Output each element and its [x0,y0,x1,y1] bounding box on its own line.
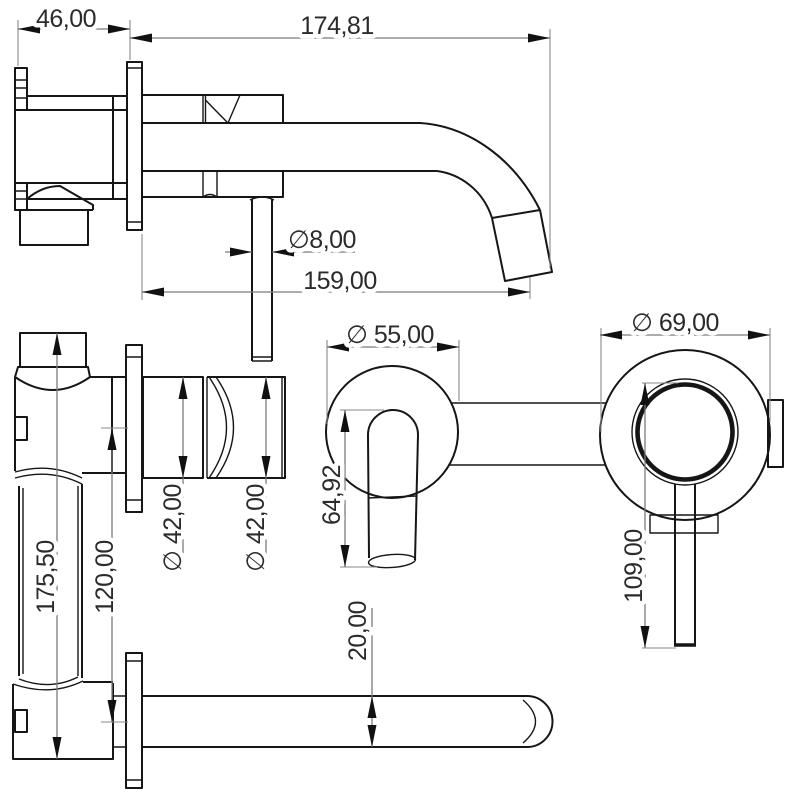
wall-flange [126,61,143,231]
inwall-connecting-tube [449,402,606,466]
mixer-body-plan [12,332,126,691]
spout-nozzle-front [367,409,419,569]
dimensions: 46,00 174,81 ∅8,00 159,00 175,50 120,00 [17,1,771,759]
dimension-label: ∅ 42,00 [242,484,270,572]
mixer-flange-plan [125,344,143,513]
plan-view [12,332,554,789]
lever-bracket [649,514,719,534]
dimension-total-width: 175,50 [28,333,65,759]
dimension-label: ∅8,00 [288,226,356,254]
dimension-axis-distance: 120,00 [87,427,128,723]
dimension-neck-diameter-1: ∅ 42,00 [155,377,192,576]
dimension-label: ∅ 55,00 [346,321,434,349]
handle-hub-outer [631,378,739,486]
handle-escutcheon-circle [599,349,771,521]
dimension-label: 174,81 [300,12,373,40]
dimension-spout-height: 20,00 [340,596,377,747]
dimension-body-depth: 46,00 [17,1,131,66]
dimension-label: 20,00 [344,601,372,661]
cartridge-neck-plan [142,376,286,479]
handle-hub-ring [635,382,735,482]
dimension-label: 175,50 [32,540,60,613]
dimension-label: 46,00 [36,5,96,33]
dimension-label: ∅ 42,00 [159,484,187,572]
dimension-lever-length: 109,00 [616,382,678,649]
dimension-spout-reach: 159,00 [141,234,531,300]
dimension-lever-diameter: ∅8,00 [225,222,361,259]
dimension-spout-escutcheon: ∅ 55,00 [326,317,460,424]
inwall-body [14,67,128,246]
lever-rod [249,196,275,362]
dimension-nozzle-drop: 64,92 [314,409,384,568]
spout-plan [142,695,554,748]
spout-and-trim [141,94,553,282]
lever-front [674,484,696,647]
spout-body-plan [12,681,126,760]
side-view [14,61,553,362]
handle-front-view [599,349,784,647]
dimension-neck-diameter-2: ∅ 42,00 [238,377,275,576]
spout-escutcheon-circle [325,365,459,499]
dimension-label: ∅ 69,00 [631,309,719,337]
dimension-label: 159,00 [303,267,376,295]
spout-front-view [325,365,606,569]
dimension-label: 120,00 [91,540,119,613]
dimension-handle-escutcheon: ∅ 69,00 [600,305,771,432]
dimension-label: 64,92 [318,465,346,525]
side-port [767,399,784,468]
dimension-total-projection: 174,81 [130,8,551,268]
spout-flange-plan [125,652,143,789]
dimension-label: 109,00 [620,529,648,602]
